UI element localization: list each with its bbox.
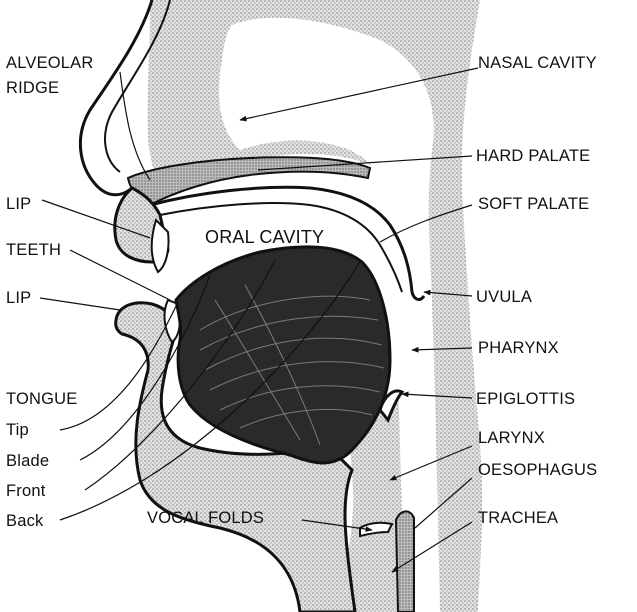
nose-outline <box>78 0 154 197</box>
vocal-folds-shape <box>359 521 394 538</box>
label-tip: Tip <box>6 421 29 439</box>
tongue-body <box>174 245 392 465</box>
label-alveolar: ALVEOLAR <box>6 54 94 72</box>
pointer-lines <box>39 67 479 573</box>
label-ridge: RIDGE <box>6 79 60 97</box>
label-hard-palate: HARD PALATE <box>476 147 591 165</box>
label-oral-cavity: ORAL CAVITY <box>205 227 325 247</box>
label-tongue: TONGUE <box>6 390 78 408</box>
label-epiglottis: EPIGLOTTIS <box>476 390 576 408</box>
label-trachea: TRACHEA <box>478 509 559 527</box>
upper-teeth <box>150 218 170 274</box>
label-lip-lower: LIP <box>6 289 32 307</box>
label-larynx: LARYNX <box>478 429 545 447</box>
label-oesophagus: OESOPHAGUS <box>478 461 598 479</box>
label-back: Back <box>6 512 44 530</box>
label-front: Front <box>6 482 46 500</box>
trachea-wall <box>394 510 415 612</box>
label-lip-upper: LIP <box>6 195 32 213</box>
label-soft-palate: SOFT PALATE <box>478 195 590 213</box>
label-nasal-cavity: NASAL CAVITY <box>478 54 597 72</box>
label-vocal-folds: VOCAL FOLDS <box>147 509 265 527</box>
label-teeth: TEETH <box>6 241 62 259</box>
label-blade: Blade <box>6 452 50 470</box>
palate-line <box>149 185 426 301</box>
nasal-cavity-shape <box>219 17 440 612</box>
label-pharynx: PHARYNX <box>478 339 559 357</box>
label-uvula: UVULA <box>476 288 533 306</box>
